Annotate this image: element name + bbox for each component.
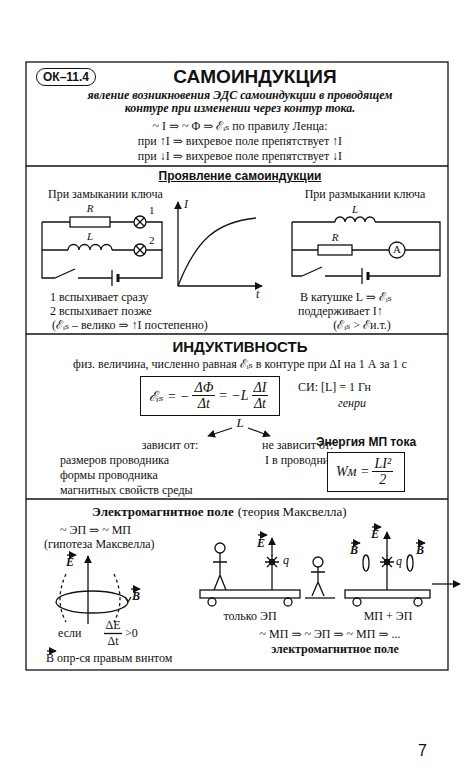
part-name: R [332, 231, 339, 243]
resistor-symbol [318, 245, 352, 255]
figure-caption: только ЭП [223, 610, 276, 623]
formula-text: = −L [218, 388, 248, 404]
formula-text: ОК–11.4 [43, 70, 89, 84]
fraction-part: ΔE [105, 619, 120, 632]
note: если [58, 627, 81, 640]
vector-label: E [66, 556, 74, 569]
axis-label: t [256, 288, 259, 301]
sheet-code: ОК–11.4 [36, 68, 96, 86]
circuit-caption: При размыкании ключа [305, 188, 426, 201]
cart-still [200, 535, 300, 606]
axis-label: I [184, 198, 188, 211]
section-heading: Проявление самоиндукции [159, 170, 322, 183]
resistor-symbol [70, 217, 110, 227]
rule-line: при ↓I ⇒ вихревое поле препятствует ↓I [138, 150, 342, 163]
list-item: размеров проводника [60, 454, 169, 467]
symbol: L [236, 416, 243, 431]
energy-formula-box: Энергия МП токаWм =LI²2 [327, 452, 405, 492]
unit: СИ: [L] = 1 Гн [298, 381, 371, 394]
note: (гипотеза Максвелла) [44, 538, 154, 551]
rule-line: ~ I ⇒ ~ Φ ⇒ ℰᵢₛ по правилу Ленца: [153, 120, 328, 133]
charge-label: q [283, 554, 289, 567]
card-frame [26, 62, 448, 670]
section-subheading: (теория Максвелла) [238, 505, 347, 520]
note: B опр-ся правым винтом [46, 652, 172, 665]
battery-symbol [111, 270, 112, 286]
switch-symbol [55, 269, 75, 278]
note: (ℰᵢₛ – велико ⇒ ↑I постепенно) [52, 319, 208, 332]
charge-label: q [396, 555, 402, 568]
formula-text: Δt [198, 396, 210, 411]
definition: физ. величина, численно равная ℰᵢₛ в кон… [73, 358, 407, 371]
page-number: 7 [418, 742, 427, 760]
formula-text: LI² [372, 456, 393, 472]
note: поддерживает I↑ [298, 305, 383, 318]
part-name: L [87, 230, 93, 242]
part-name: R [87, 202, 94, 214]
section-rule [26, 165, 448, 166]
coil-symbol [68, 245, 112, 250]
vector-label: B [350, 544, 358, 557]
note: >0 [125, 627, 138, 640]
ammeter-symbol [389, 242, 405, 258]
callout-number: 2 [149, 234, 155, 246]
closing-circuit [42, 216, 162, 286]
box-heading: Энергия МП тока [316, 435, 416, 449]
list-item: магнитных свойств среды [60, 484, 193, 497]
note: 1 вспыхивает сразу [50, 291, 148, 304]
formula-text: Δt [254, 396, 266, 411]
note: электромагнитное поле [271, 643, 399, 656]
coil-symbol [335, 217, 375, 222]
list-item: формы проводника [60, 469, 158, 482]
card-title: САМОИНДУКЦИЯ [173, 66, 336, 87]
note: В катушке L ⇒ ℰᵢₛ [300, 291, 392, 304]
vector-label: B [132, 590, 140, 603]
formula-text: ΔΦ [192, 380, 215, 396]
lamp-symbol [134, 244, 146, 256]
fraction: ΔIΔt [252, 380, 269, 412]
formula-text: ΔI [252, 380, 269, 396]
opening-circuit [292, 217, 440, 284]
circuit-caption: При замыкании ключа [48, 188, 163, 201]
part-name: L [352, 203, 358, 215]
callout-number: 1 [149, 204, 155, 216]
figure-caption: МП + ЭП [364, 610, 413, 623]
formula-box: ℰᵢₛ = −ΔΦΔt= −LΔIΔt [140, 376, 281, 416]
note: 2 вспыхивает позже [50, 305, 152, 318]
cart-moving [305, 527, 460, 606]
pointer-arrow [248, 428, 270, 436]
vector-label: E [257, 537, 265, 550]
definition: явление возникновения ЭДС самоиндукции в… [75, 89, 405, 116]
part-name: A [393, 243, 401, 255]
rule-line: при ↑I ⇒ вихревое поле препятствует ↑I [138, 135, 342, 148]
section-rule [26, 498, 448, 499]
vector-label: B [416, 544, 424, 557]
maxwell-field [47, 555, 140, 651]
formula-text: 2 [379, 472, 386, 487]
unit: генри [338, 397, 366, 410]
vector-label: E [371, 528, 379, 541]
list-heading: зависит от: [142, 439, 199, 452]
fraction-part: Δt [107, 635, 118, 648]
fraction: LI²2 [372, 456, 393, 488]
current-graph [178, 202, 262, 286]
fraction: ΔΦΔt [192, 380, 215, 412]
section-heading: ИНДУКТИВНОСТЬ [172, 339, 307, 356]
section-heading: Электромагнитное поле [92, 505, 234, 520]
section-rule [26, 333, 448, 334]
pointer-arrow [208, 428, 232, 436]
formula-text: Wм = [336, 464, 370, 480]
note: ~ ЭП ⇒ ~ МП [60, 524, 131, 537]
battery-symbol [361, 268, 362, 284]
note: ~ МП ⇒ ~ ЭП ⇒ ~ МП ⇒ ... [260, 628, 401, 641]
note: (ℰᵢₛ > ℰи.т.) [333, 319, 391, 332]
formula-text: ℰᵢₛ = − [149, 386, 190, 405]
lamp-symbol [134, 216, 146, 228]
switch-symbol [302, 267, 322, 276]
